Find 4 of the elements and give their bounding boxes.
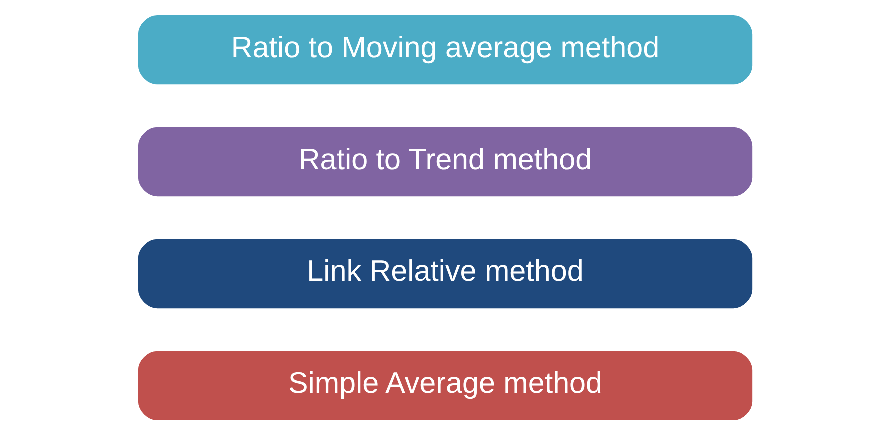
node-box: Link Relative method <box>136 238 754 310</box>
node-box: Ratio to Trend method <box>136 126 754 198</box>
node-box: Ratio to Moving average method <box>136 14 754 86</box>
node-box: Simple Average method <box>136 350 754 422</box>
